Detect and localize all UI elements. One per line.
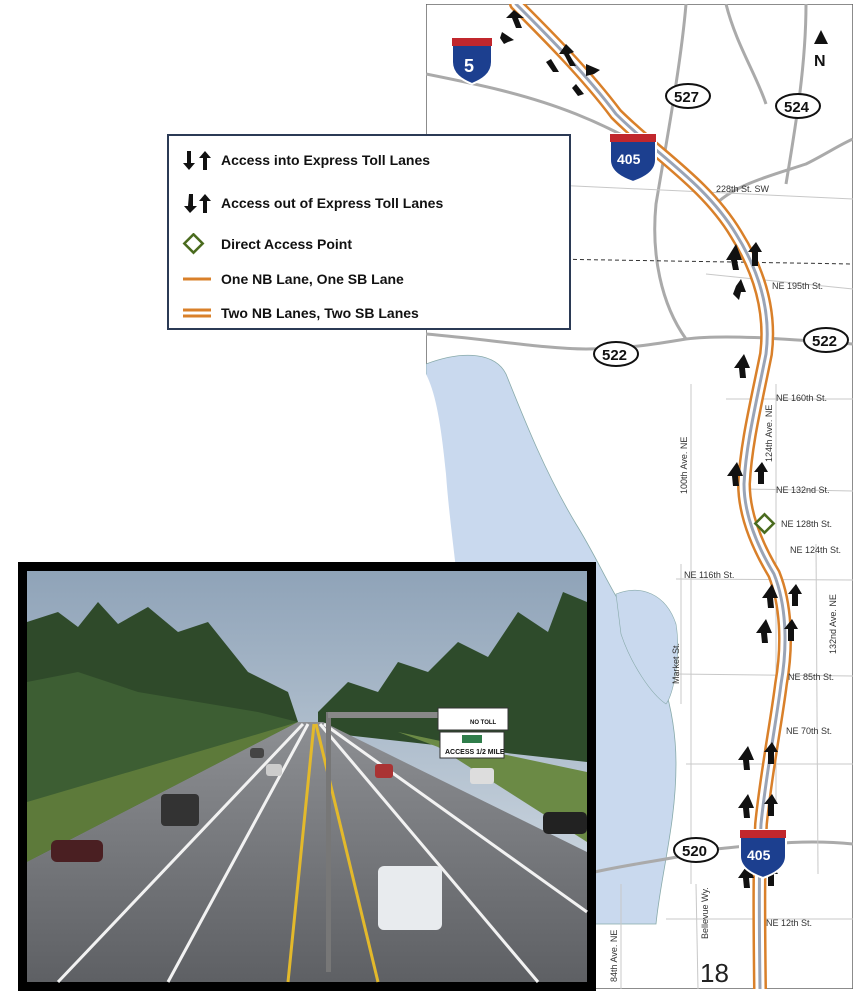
street-ne-12th: NE 12th St.: [766, 918, 812, 928]
access-arrow: [762, 584, 778, 608]
page-number: 18: [700, 958, 729, 988]
street-ne-160th: NE 160th St.: [776, 393, 827, 403]
street-market: Market St.: [671, 643, 681, 684]
north-label: N: [814, 53, 826, 70]
street-ne-85th: NE 85th St.: [788, 672, 834, 682]
svg-text:5: 5: [464, 56, 474, 76]
diamond-icon: [181, 232, 221, 256]
svg-text:522: 522: [812, 333, 837, 350]
access-arrow: [764, 794, 778, 816]
access-arrow: [506, 10, 524, 28]
access-arrow: [559, 44, 576, 66]
street-ne-70th: NE 70th St.: [786, 726, 832, 736]
access-arrow: [784, 619, 798, 641]
street-bellevue-way: Bellevue Wy.: [700, 887, 710, 939]
sign-pole: [326, 712, 331, 972]
access-arrow: [727, 462, 743, 486]
street-84th-ave: 84th Ave. NE: [609, 930, 619, 982]
sign-access-text: ACCESS 1/2 MILE: [445, 749, 505, 756]
mercer-slough: [615, 590, 678, 705]
access-arrow: [500, 32, 514, 44]
access-arrow: [586, 64, 600, 76]
svg-text:527: 527: [674, 89, 699, 106]
sign-no-toll: NO TOLL: [470, 720, 497, 726]
access-arrow: [726, 244, 742, 270]
street-ne-195th: NE 195th St.: [772, 281, 823, 291]
access-into-icon: [181, 148, 221, 172]
street-ne-128th: NE 128th St.: [781, 519, 832, 529]
access-arrows: [500, 10, 802, 888]
single-line-icon: [181, 267, 221, 291]
i405-shield-top-icon: 405: [609, 133, 657, 184]
access-arrow: [738, 746, 754, 770]
svg-text:405: 405: [617, 151, 641, 167]
street-132nd-ave: 132nd Ave. NE: [828, 594, 838, 654]
legend-row-direct-access: Direct Access Point: [181, 232, 352, 256]
minor-roads: [426, 178, 853, 989]
legend-row-access-out: Access out of Express Toll Lanes: [181, 191, 443, 215]
svg-text:405: 405: [747, 847, 771, 863]
svg-text:524: 524: [784, 99, 810, 116]
access-arrow: [764, 742, 778, 764]
access-arrow: [733, 279, 746, 300]
sr-527-marker: 527: [665, 83, 711, 109]
toll-icons-sign: [437, 707, 509, 731]
sr-520-marker: 520: [673, 837, 719, 863]
street-ne-132nd: NE 132nd St.: [776, 485, 830, 495]
access-arrow: [748, 242, 762, 266]
legend-row-access-into: Access into Express Toll Lanes: [181, 148, 430, 172]
road: [27, 722, 587, 982]
svg-text:522: 522: [602, 347, 627, 364]
sr-522-right-marker: 522: [803, 327, 849, 353]
street-100th-ave: 100th Ave. NE: [679, 437, 689, 494]
direct-access-point-marker: [753, 512, 776, 535]
sr-524-marker: 524: [775, 93, 821, 119]
street-ne-116th: NE 116th St.: [684, 570, 734, 580]
north-arrow-icon: [814, 30, 828, 44]
sr-522-left-marker: 522: [593, 341, 639, 367]
street-228th: 228th St. SW: [716, 184, 770, 194]
legend-row-two-lanes: Two NB Lanes, Two SB Lanes: [181, 301, 419, 325]
svg-text:520: 520: [682, 843, 707, 860]
access-arrow: [738, 794, 754, 818]
vehicles: [51, 748, 587, 930]
access-arrow: [754, 462, 768, 484]
access-arrow: [546, 59, 559, 72]
street-124th-ave: 124th Ave. NE: [764, 405, 774, 462]
access-out-icon: [181, 191, 221, 215]
access-arrow: [788, 584, 802, 606]
i5-shield-icon: 5: [451, 37, 493, 86]
access-arrow: [756, 619, 772, 643]
access-arrow: [734, 354, 750, 378]
i405-shield-bottom-icon: 405: [739, 829, 787, 880]
double-line-icon: [181, 301, 221, 325]
legend-row-one-lane: One NB Lane, One SB Lane: [181, 267, 404, 291]
highway-photo: NO TOLL ACCESS 1/2 MILE: [18, 562, 596, 991]
lane-markings: [56, 722, 588, 984]
right-trees: [318, 592, 587, 762]
access-arrow: [572, 84, 584, 96]
street-ne-124th: NE 124th St.: [790, 545, 841, 555]
map-legend: Access into Express Toll Lanes Access ou…: [167, 134, 571, 330]
